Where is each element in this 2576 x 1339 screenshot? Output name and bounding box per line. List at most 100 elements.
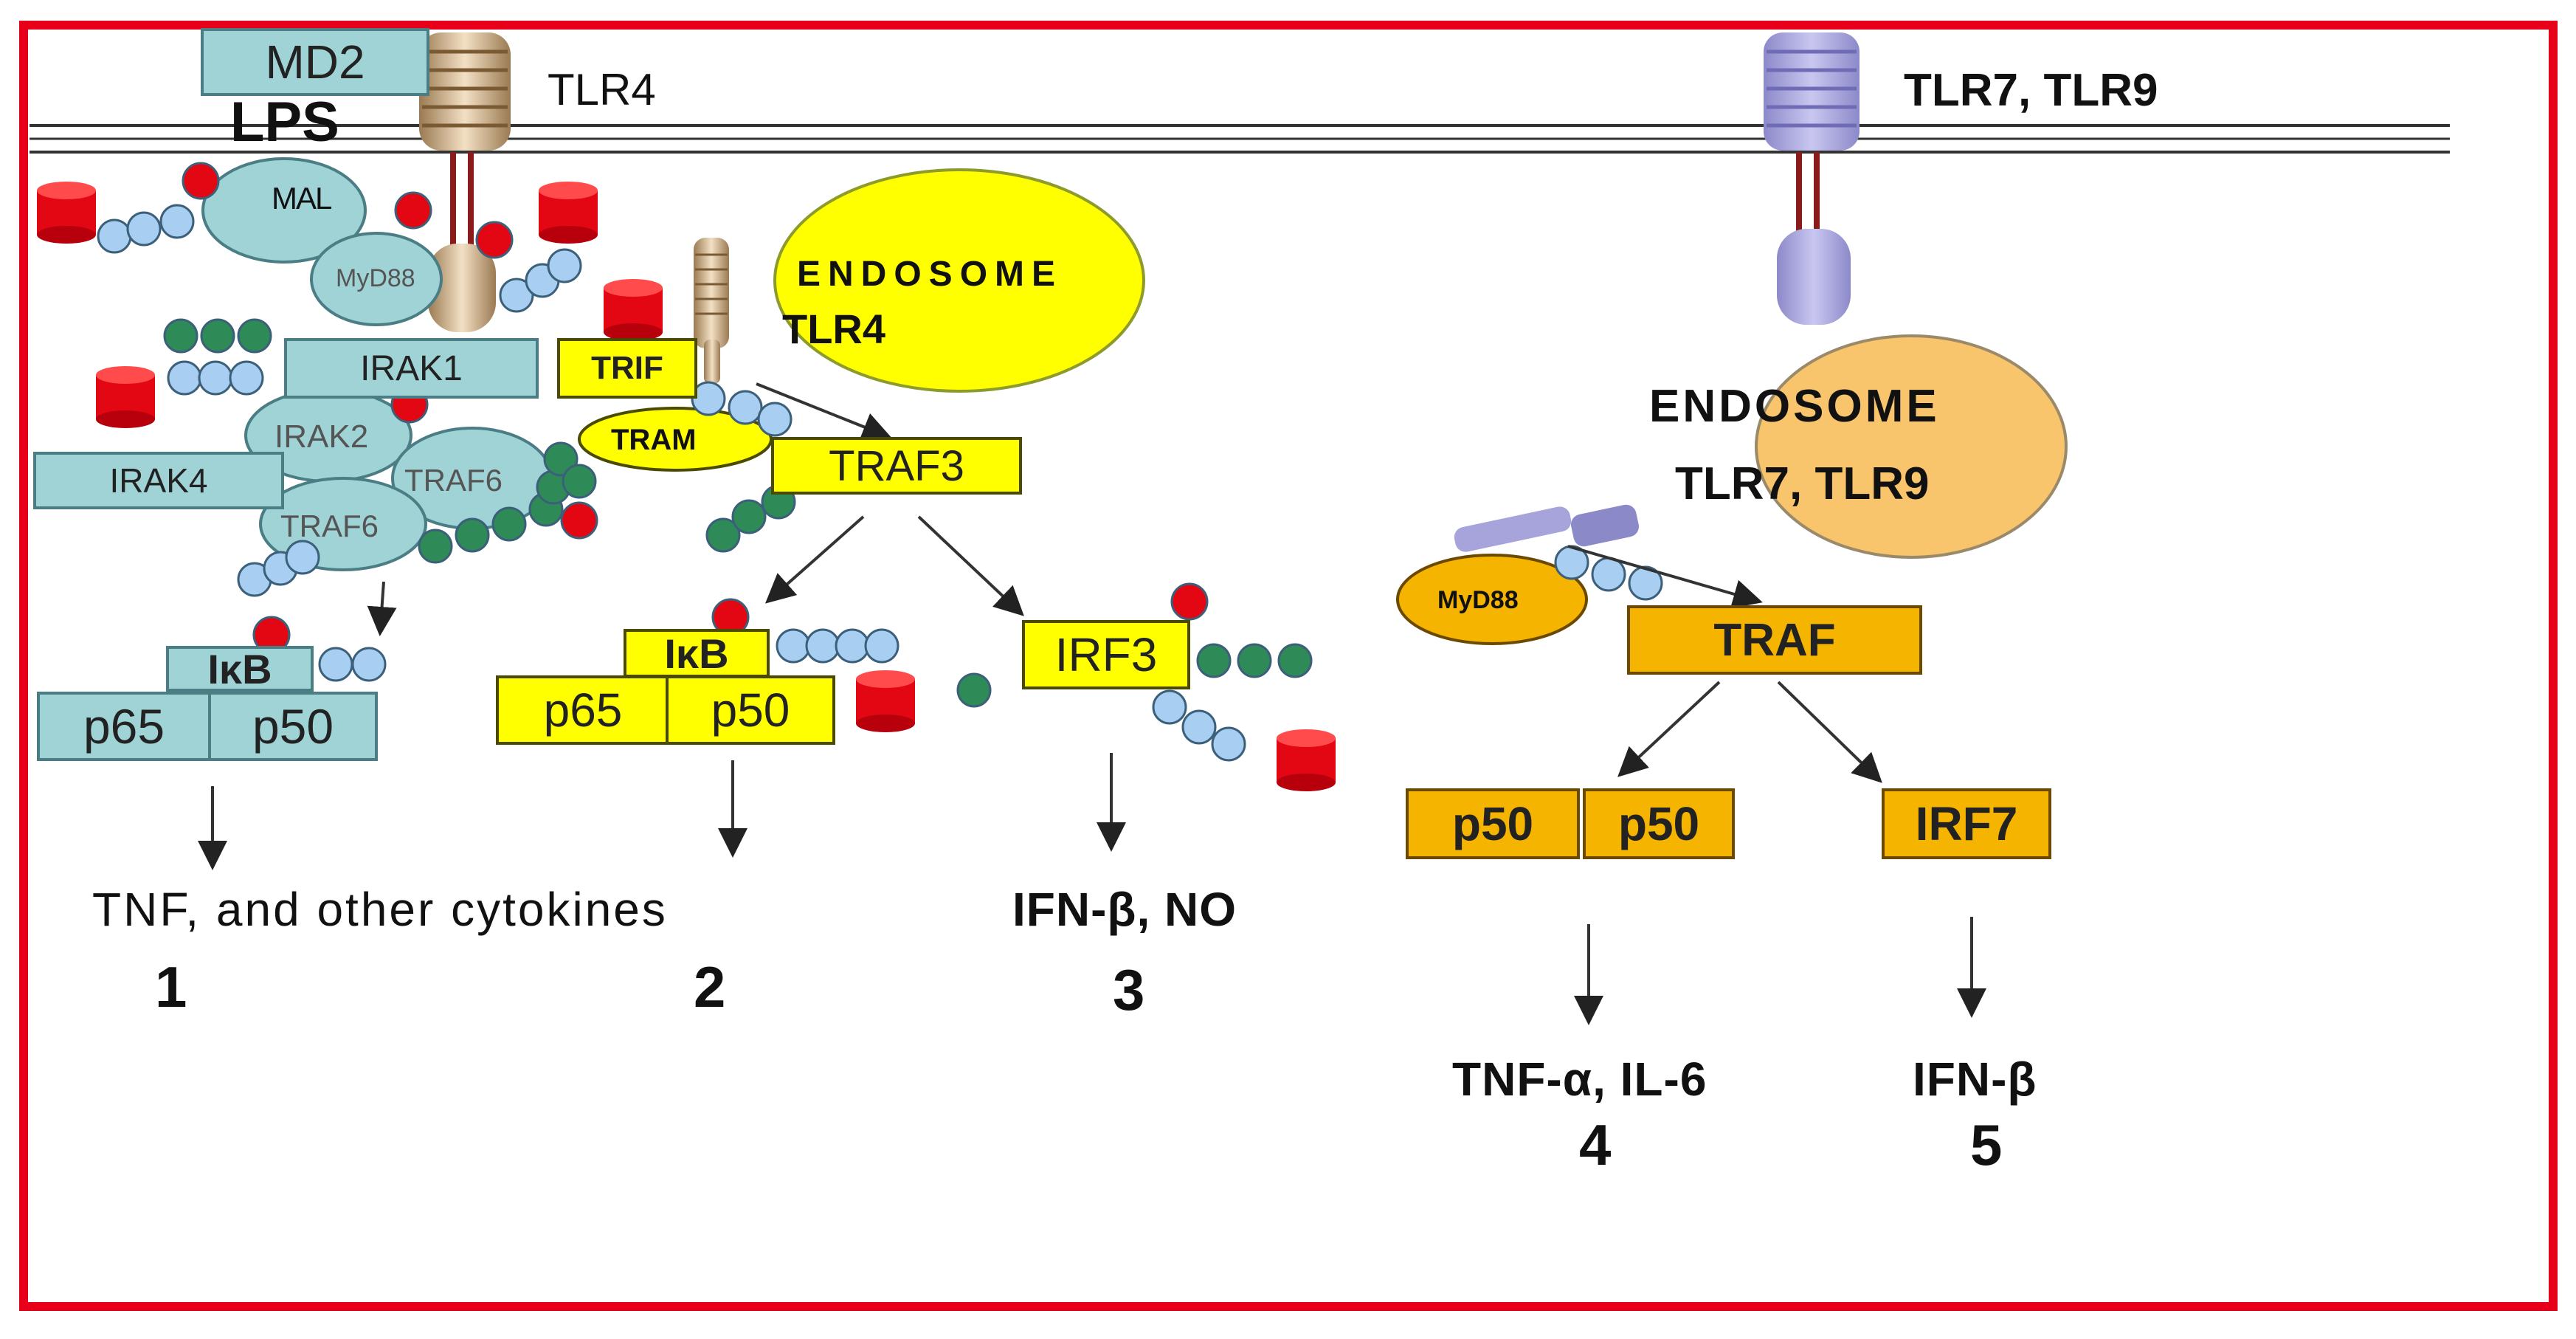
tram-label: TRAM — [611, 424, 697, 456]
green-bead — [455, 517, 490, 553]
output-5-text: IFN-β — [1913, 1053, 2037, 1106]
output-5-number: 5 — [1970, 1112, 2003, 1177]
p50-box-2: p50 — [666, 675, 835, 745]
output-1-number: 1 — [155, 954, 187, 1019]
traf-box: TRAF — [1627, 605, 1922, 675]
myd88-tlr4-shape — [310, 232, 443, 326]
ubiquitin-bead — [351, 647, 387, 682]
output-3-text: IFN-β, NO — [1012, 883, 1237, 936]
endosome-tlr79-receptor-shape — [1454, 504, 1639, 552]
green-bead — [705, 517, 741, 553]
ubiquitin-bead — [547, 248, 582, 283]
green-bead — [418, 529, 453, 564]
phosphate-bead — [1170, 582, 1209, 621]
green-bead — [1277, 643, 1313, 678]
red-cylinder — [604, 279, 663, 341]
ubiquitin-bead — [1628, 565, 1663, 601]
red-cylinder — [96, 366, 155, 428]
myd88-tlr79-label: MyD88 — [1437, 586, 1519, 614]
red-cylinders — [37, 182, 1336, 791]
ubiquitin-bead — [229, 360, 264, 396]
ubiquitin-bead — [776, 628, 811, 664]
p65-box-2: p65 — [496, 675, 670, 745]
p65-box-1: p65 — [37, 692, 211, 761]
endosome-tlr4-receptor-label: TLR4 — [782, 306, 885, 352]
green-bead — [237, 318, 272, 354]
green-bead — [543, 441, 579, 477]
cell-membrane — [30, 124, 2450, 154]
green-bead — [163, 318, 198, 354]
myd88-tlr79-shape — [1396, 554, 1588, 645]
ubiquitin-bead — [318, 647, 353, 682]
red-cylinder — [37, 182, 96, 244]
tlr79-receptor-shape — [1764, 32, 1860, 325]
ubiquitin-bead — [499, 278, 534, 313]
traf6-a-label: TRAF6 — [404, 463, 503, 498]
mal-shape — [201, 157, 367, 264]
beads — [97, 162, 1663, 762]
ubiquitin-bead — [1591, 557, 1626, 592]
phosphate-bead — [394, 191, 432, 230]
output-3-number: 3 — [1113, 957, 1145, 1022]
green-bead — [1237, 643, 1272, 678]
output-4-number: 4 — [1579, 1112, 1612, 1177]
ubiquitin-bead — [835, 628, 870, 664]
ikb-box-1: IκB — [166, 646, 314, 692]
ubiquitin-bead — [691, 381, 726, 416]
ikb-box-2: IκB — [624, 629, 770, 678]
ubiquitin-bead — [1152, 689, 1187, 725]
arrows — [198, 382, 1986, 1025]
p50-box-a: p50 — [1406, 788, 1580, 859]
endosome-tlr4-receptor-shape — [694, 238, 729, 384]
green-bead — [1196, 643, 1232, 678]
md2-box: MD2 — [201, 28, 429, 96]
ubiquitin-bead — [198, 360, 233, 396]
irak4-box: IRAK4 — [33, 452, 284, 509]
green-bead — [200, 318, 235, 354]
tlr79-receptor-label: TLR7, TLR9 — [1904, 65, 2158, 116]
ubiquitin-bead — [864, 628, 899, 664]
green-bead — [731, 499, 767, 534]
ubiquitin-bead — [1211, 726, 1246, 762]
tlr4-receptor-shape — [419, 32, 511, 332]
tlr4-receptor-label: TLR4 — [548, 65, 656, 114]
ubiquitin-bead — [97, 218, 132, 254]
irak1-box: IRAK1 — [284, 338, 539, 399]
red-cylinder — [539, 182, 598, 244]
ubiquitin-bead — [285, 540, 320, 575]
output-2-number: 2 — [694, 954, 726, 1019]
output-4-text: TNF-α, IL-6 — [1452, 1053, 1707, 1106]
output-1-text: TNF, and other cytokines — [92, 883, 668, 936]
mal-label: MAL — [272, 181, 332, 216]
endosome-tlr79-receptor-label: TLR7, TLR9 — [1675, 458, 1930, 509]
endosome-tlr79-label: ENDOSOME — [1649, 381, 1940, 432]
p50-box-b: p50 — [1583, 788, 1735, 859]
lps-label: LPS — [230, 91, 339, 154]
red-cylinder — [1277, 729, 1336, 791]
ubiquitin-bead — [728, 390, 763, 425]
traf6-b-label: TRAF6 — [280, 509, 379, 543]
endosome-tlr79-shape — [1755, 334, 2068, 559]
p50-box-1: p50 — [208, 692, 378, 761]
ubiquitin-bead — [805, 628, 840, 664]
trif-box: TRIF — [557, 338, 697, 399]
figure-frame — [19, 21, 2558, 1311]
phosphate-bead — [182, 162, 220, 200]
ubiquitin-bead — [126, 211, 162, 247]
ubiquitin-bead — [159, 204, 195, 239]
ubiquitin-bead — [167, 360, 202, 396]
irf3-box: IRF3 — [1022, 620, 1190, 689]
irak2-label: IRAK2 — [274, 419, 369, 455]
phosphate-bead — [475, 221, 514, 259]
irf7-box: IRF7 — [1882, 788, 2051, 859]
green-bead — [562, 464, 597, 499]
green-bead — [956, 672, 992, 708]
myd88-tlr4-label: MyD88 — [336, 264, 415, 292]
ubiquitin-bead — [757, 402, 793, 437]
endosome-tlr4-label: ENDOSOME — [797, 255, 1063, 294]
traf3-box: TRAF3 — [771, 437, 1022, 495]
ubiquitin-bead — [1181, 709, 1217, 745]
green-bead — [491, 506, 527, 542]
phosphate-bead — [560, 501, 598, 540]
